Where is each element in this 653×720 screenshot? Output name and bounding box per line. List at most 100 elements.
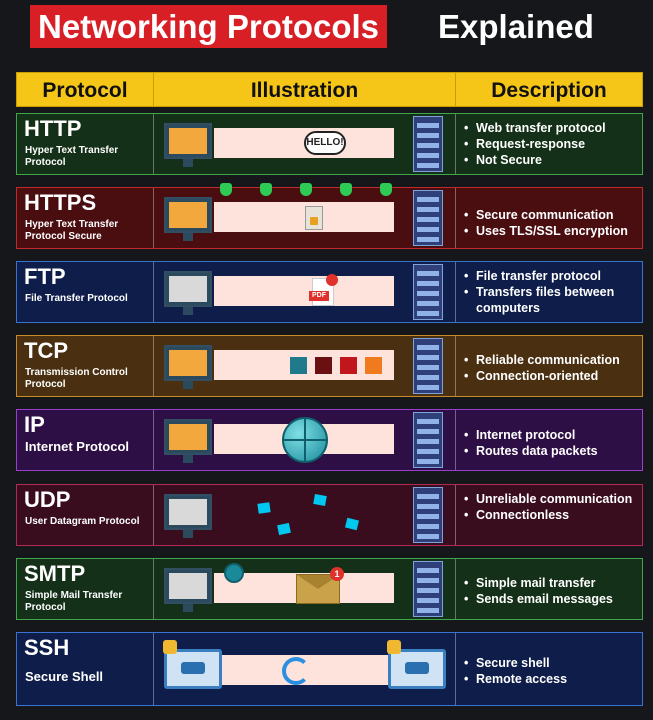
server-icon xyxy=(413,338,443,394)
protocol-full-name: File Transfer Protocol xyxy=(25,293,128,304)
page-title-rest: Explained xyxy=(438,8,594,45)
description-item: Web transfer protocol xyxy=(464,120,638,136)
packet-icon xyxy=(344,517,360,531)
protocol-full-name: Secure Shell xyxy=(25,669,104,684)
server-icon xyxy=(413,412,443,468)
description-item: Secure communication xyxy=(464,207,638,223)
packet-icon xyxy=(257,502,271,514)
protocol-name: HTTP xyxy=(24,116,82,141)
description-item: Connectionless xyxy=(464,507,638,523)
shield-check-icon xyxy=(300,183,312,196)
protocol-cell: SSH Secure Shell xyxy=(17,633,154,705)
description-list: Unreliable communication Connectionless xyxy=(464,491,638,523)
packet-icon xyxy=(365,357,382,374)
packet-icon xyxy=(277,522,291,536)
computer-icon xyxy=(164,271,212,315)
illustration-cell xyxy=(154,410,456,470)
shield-check-icon xyxy=(340,183,352,196)
globe-icon xyxy=(282,417,328,463)
connection-bar xyxy=(214,276,394,306)
description-cell: Secure shell Remote access xyxy=(456,633,642,705)
computer-icon xyxy=(164,419,212,463)
protocol-name: SMTP xyxy=(24,561,86,586)
row-ssh: SSH Secure Shell Secure shell Remote acc… xyxy=(16,632,643,706)
description-cell: Simple mail transfer Sends email message… xyxy=(456,559,642,619)
row-ip: IP Internet Protocol Internet protocol R… xyxy=(16,409,643,471)
computer-icon xyxy=(164,345,212,389)
packet-icon xyxy=(315,357,332,374)
description-list: Internet protocol Routes data packets xyxy=(464,427,638,459)
protocol-full-name: Transmission Control Protocol xyxy=(25,367,128,390)
protocol-full-name: User Datagram Protocol xyxy=(25,516,140,527)
illustration-cell xyxy=(154,183,456,248)
description-cell: Internet protocol Routes data packets xyxy=(456,410,642,470)
description-item: Request-response xyxy=(464,136,638,152)
description-item: Routes data packets xyxy=(464,443,638,459)
speech-bubble-icon: HELLO! xyxy=(304,131,346,155)
description-item: Internet protocol xyxy=(464,427,638,443)
shield-check-icon xyxy=(220,183,232,196)
server-icon xyxy=(413,264,443,320)
description-item: Connection-oriented xyxy=(464,368,638,384)
server-icon xyxy=(413,561,443,617)
packet-icon xyxy=(340,357,357,374)
computer-icon xyxy=(164,494,212,538)
protocol-cell: HTTPS Hyper Text Transfer Protocol Secur… xyxy=(17,188,154,248)
protocol-cell: IP Internet Protocol xyxy=(17,410,154,470)
protocol-name: IP xyxy=(24,412,45,437)
protocol-cell: SMTP Simple Mail Transfer Protocol xyxy=(17,559,154,619)
description-list: Secure communication Uses TLS/SSL encryp… xyxy=(464,207,638,239)
illustration-cell xyxy=(154,336,456,396)
description-cell: Web transfer protocol Request-response N… xyxy=(456,114,642,174)
illustration-cell: 1 xyxy=(154,559,456,619)
envelope-icon xyxy=(296,574,340,604)
notification-badge-count: 1 xyxy=(334,569,340,579)
description-item: Secure shell xyxy=(464,655,638,671)
page-title-highlight: Networking Protocols xyxy=(30,5,388,48)
server-icon xyxy=(413,116,443,172)
description-item: Sends email messages xyxy=(464,591,638,607)
secure-computer-icon xyxy=(387,640,446,689)
protocol-name: FTP xyxy=(24,264,66,289)
row-https: HTTPS Hyper Text Transfer Protocol Secur… xyxy=(16,183,643,249)
description-item: Reliable communication xyxy=(464,352,638,368)
protocol-name: TCP xyxy=(24,338,68,363)
header-illustration: Illustration xyxy=(153,72,456,107)
header-description: Description xyxy=(455,72,643,107)
locked-file-icon xyxy=(305,206,323,230)
protocol-name: HTTPS xyxy=(24,190,97,215)
row-http: HTTP Hyper Text Transfer Protocol HELLO!… xyxy=(16,113,643,175)
pdf-file-label: PDF xyxy=(309,291,329,301)
illustration-cell: PDF xyxy=(154,262,456,322)
description-list: Reliable communication Connection-orient… xyxy=(464,352,638,384)
globe-icon xyxy=(224,563,244,583)
protocol-full-name: Simple Mail Transfer Protocol xyxy=(25,590,123,613)
description-cell: Reliable communication Connection-orient… xyxy=(456,336,642,396)
computer-icon xyxy=(164,197,212,241)
shield-check-icon xyxy=(380,183,392,196)
pdf-file-icon: PDF xyxy=(309,274,338,306)
connection-bar xyxy=(214,202,394,232)
header-protocol: Protocol xyxy=(16,72,154,107)
shield-check-icon xyxy=(260,183,272,196)
sync-icon xyxy=(282,657,310,685)
illustration-cell xyxy=(154,633,456,705)
protocol-name: SSH xyxy=(24,635,70,660)
packet-icon xyxy=(290,357,307,374)
server-icon xyxy=(413,487,443,543)
packet-icon xyxy=(313,494,327,506)
protocol-cell: TCP Transmission Control Protocol xyxy=(17,336,154,396)
description-item: Transfers files between computers xyxy=(464,284,638,316)
row-tcp: TCP Transmission Control Protocol Reliab… xyxy=(16,335,643,397)
description-item: Remote access xyxy=(464,671,638,687)
secure-computer-icon xyxy=(163,640,222,689)
description-list: Simple mail transfer Sends email message… xyxy=(464,575,638,607)
row-smtp: SMTP Simple Mail Transfer Protocol 1 Sim… xyxy=(16,558,643,620)
speech-bubble-text: HELLO! xyxy=(306,137,344,148)
row-ftp: FTP File Transfer Protocol PDF File tran… xyxy=(16,261,643,323)
description-list: Web transfer protocol Request-response N… xyxy=(464,120,638,168)
description-item: File transfer protocol xyxy=(464,268,638,284)
computer-icon xyxy=(164,568,212,612)
computer-icon xyxy=(164,123,212,167)
protocol-full-name: Hyper Text Transfer Protocol Secure xyxy=(25,219,119,242)
